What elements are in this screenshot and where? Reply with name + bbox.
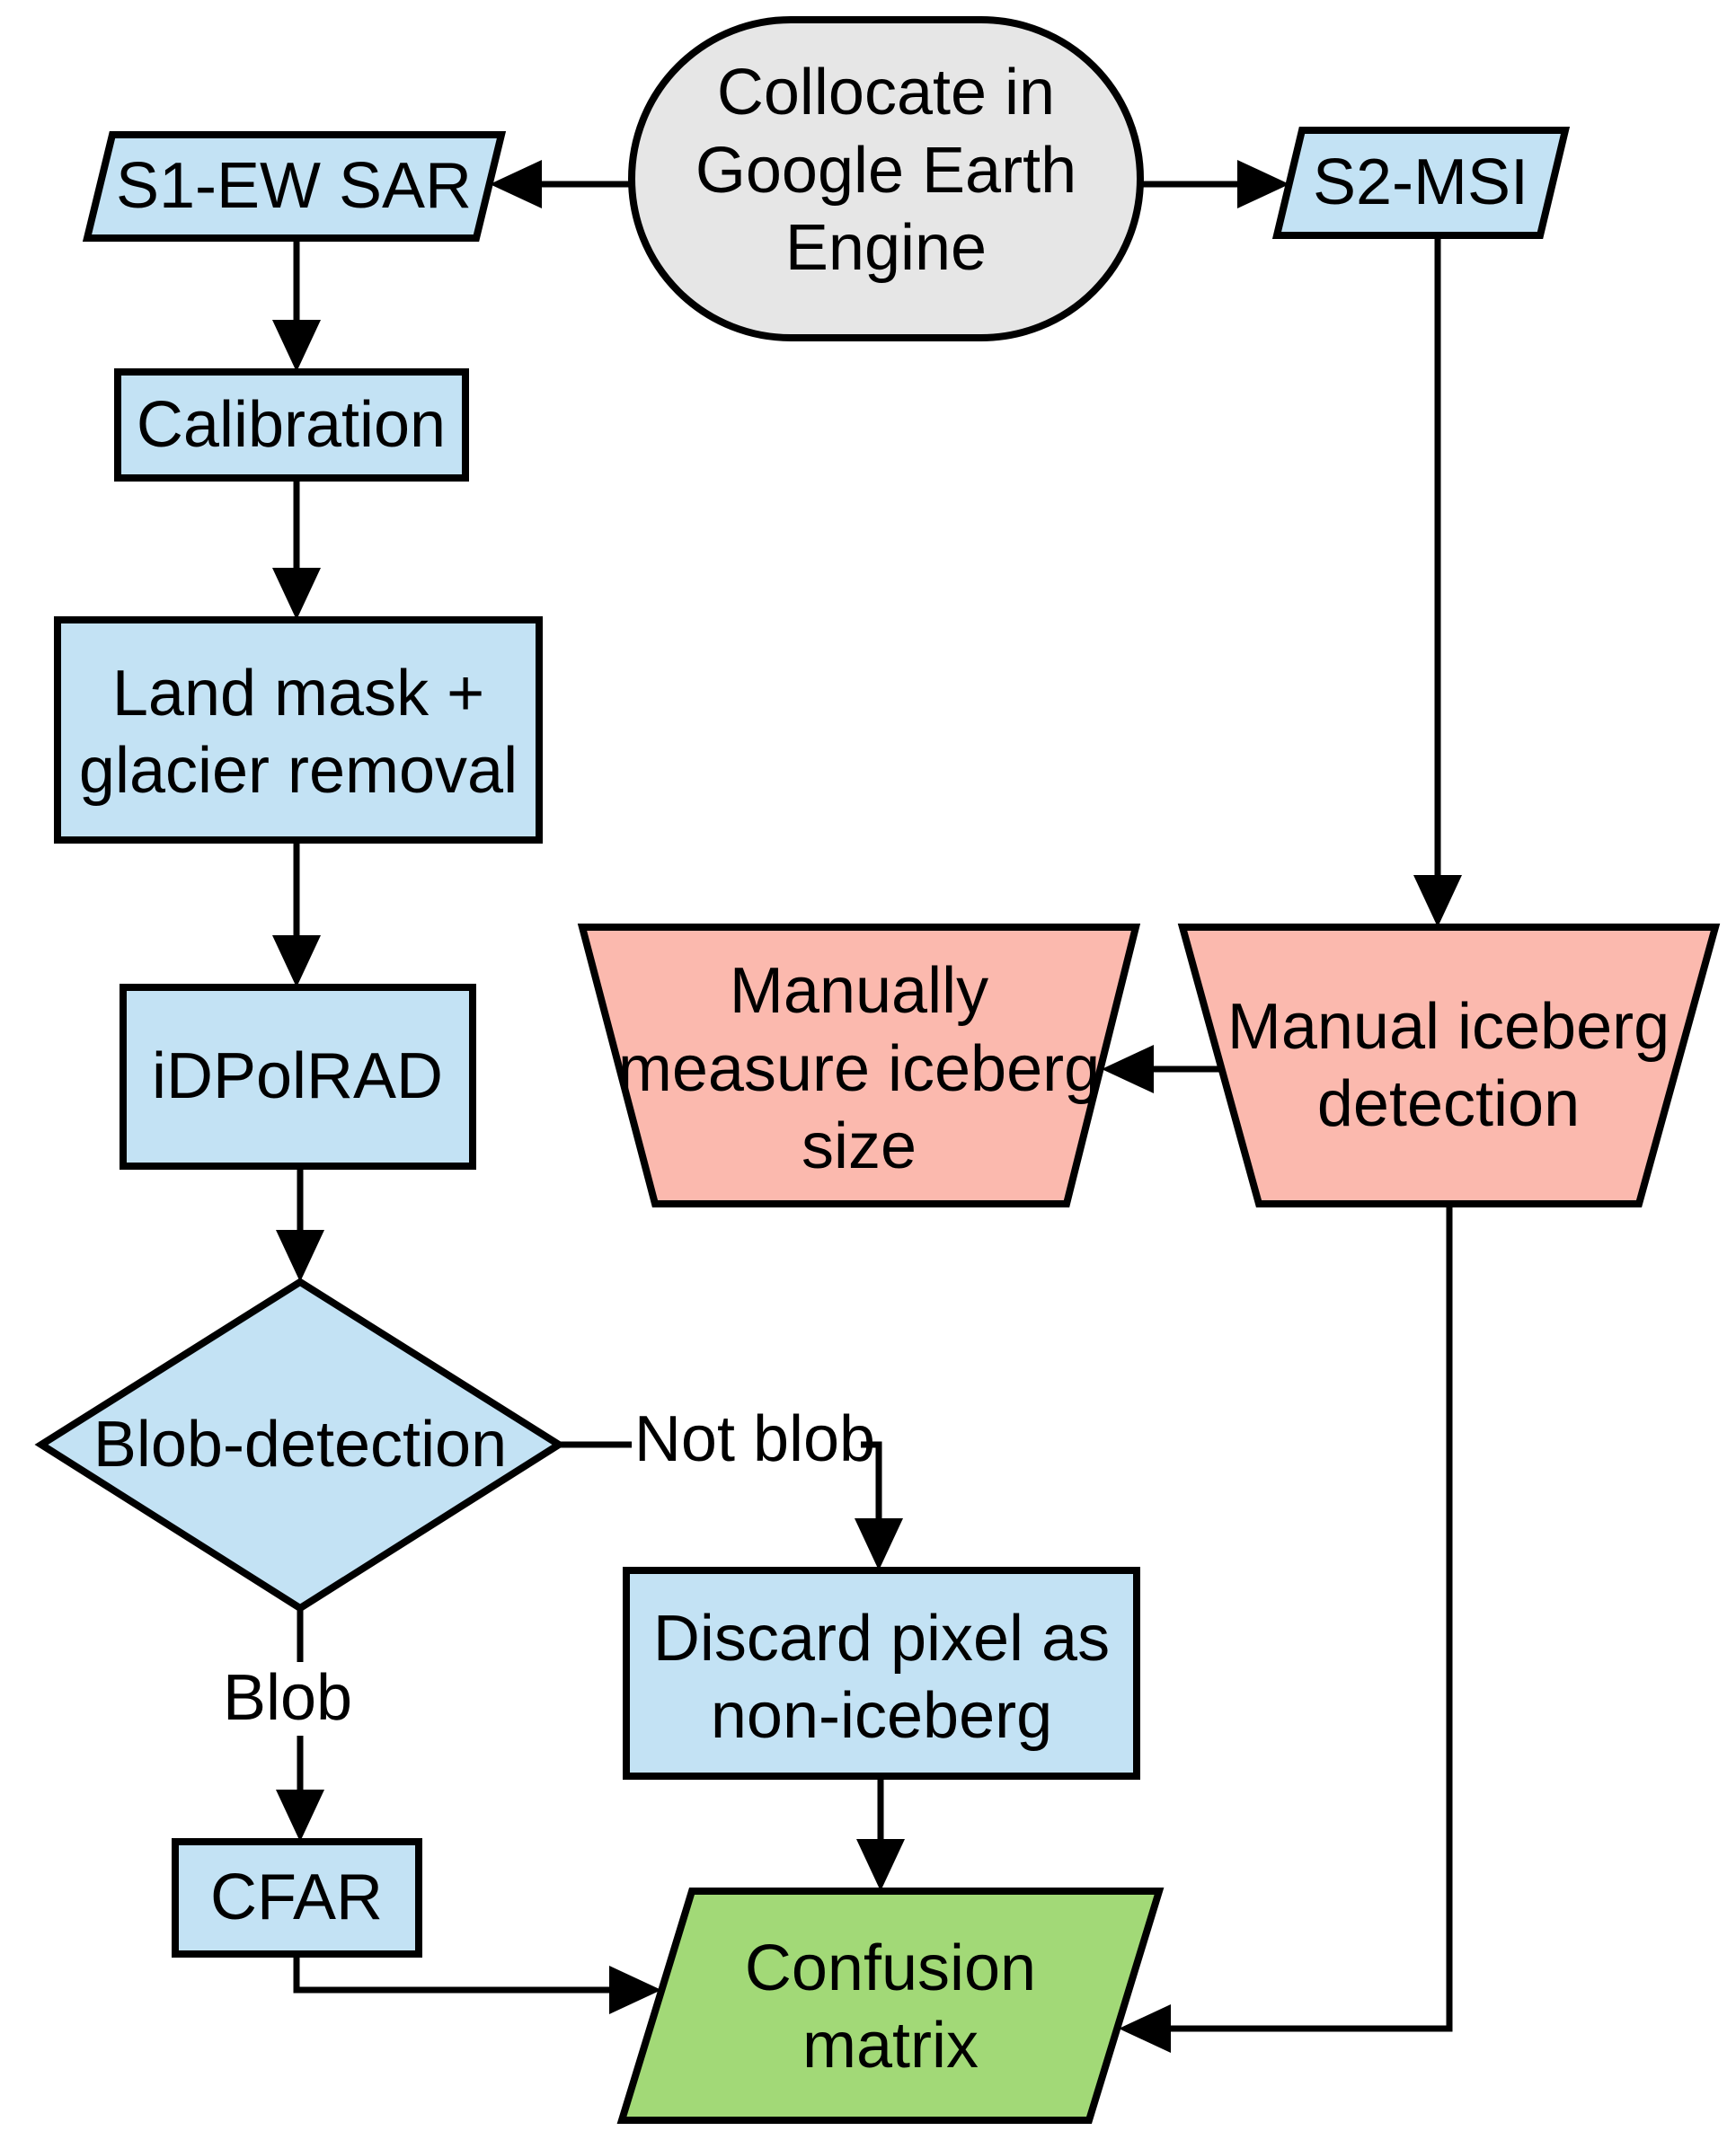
node-s2-label: S2-MSI: [1312, 146, 1529, 218]
node-cfar-label: CFAR: [209, 1861, 384, 1933]
edge-calibration-landmask-arrowhead: [272, 568, 321, 620]
edge-discard-confusion-arrowhead: [856, 1839, 905, 1891]
node-manualdetect-shape: [1177, 924, 1721, 1207]
edge-blob-cfar-arrowhead: [276, 1790, 324, 1842]
node-manualmeasure-shape: [577, 924, 1141, 1207]
node-collocate-shape: [628, 16, 1144, 341]
node-idpolrad-label: iDPolRAD: [151, 1039, 444, 1112]
node-s1-shape: [82, 131, 507, 242]
edge-cfar-confusion-arrowhead: [609, 1966, 661, 2014]
node-manualdetect-label: Manual iceberg detection: [1227, 990, 1670, 1140]
node-manualmeasure-label: Manually measure iceberg size: [617, 955, 1101, 1183]
edge-landmask-idpolrad-arrowhead: [272, 935, 321, 987]
edge-s1-calibration-arrowhead: [272, 320, 321, 372]
edge-collocate-s2-arrowhead: [1237, 160, 1289, 208]
edge-manualdetect-manualmeasure-arrowhead: [1102, 1045, 1154, 1093]
edge-collocate-s1-arrowhead: [490, 160, 542, 208]
edge-label-blob: Blob: [222, 1661, 353, 1734]
node-blobdetection-shape: [34, 1278, 566, 1613]
node-calibration-shape: [114, 368, 469, 482]
node-confusion-label: Confusion matrix: [744, 1932, 1037, 2082]
node-collocate-label: Collocate in Google Earth Engine: [695, 57, 1077, 285]
node-calibration-label: Calibration: [136, 388, 447, 461]
node-cfar-shape: [172, 1838, 422, 1958]
edge-manualdetect-confusion-arrowhead: [1119, 2004, 1171, 2053]
node-discard-label: Discard pixel as non-iceberg: [652, 1602, 1111, 1752]
edge-manualdetect-confusion-line: [1171, 1204, 1453, 2032]
node-blobdetection-label: Blob-detection: [93, 1408, 508, 1481]
node-landmask-label: Land mask + glacier removal: [78, 657, 518, 807]
node-s1-label: S1-EW SAR: [115, 149, 473, 222]
edge-notblob-discard-arrowhead: [855, 1518, 903, 1570]
node-idpolrad-shape: [120, 984, 476, 1170]
edge-idpolrad-blobdetection-arrowhead: [276, 1230, 324, 1282]
node-landmask-shape: [54, 616, 543, 844]
edge-cfar-confusion-line: [293, 1954, 611, 1994]
node-confusion-shape: [616, 1888, 1165, 2124]
edge-notblob-discard-line: [861, 1441, 882, 1520]
node-discard-shape: [623, 1567, 1140, 1780]
node-s2-shape: [1271, 127, 1571, 239]
edge-label-not-blob: Not blob: [633, 1402, 876, 1475]
edge-s2-manualdetect-arrowhead: [1413, 875, 1462, 927]
